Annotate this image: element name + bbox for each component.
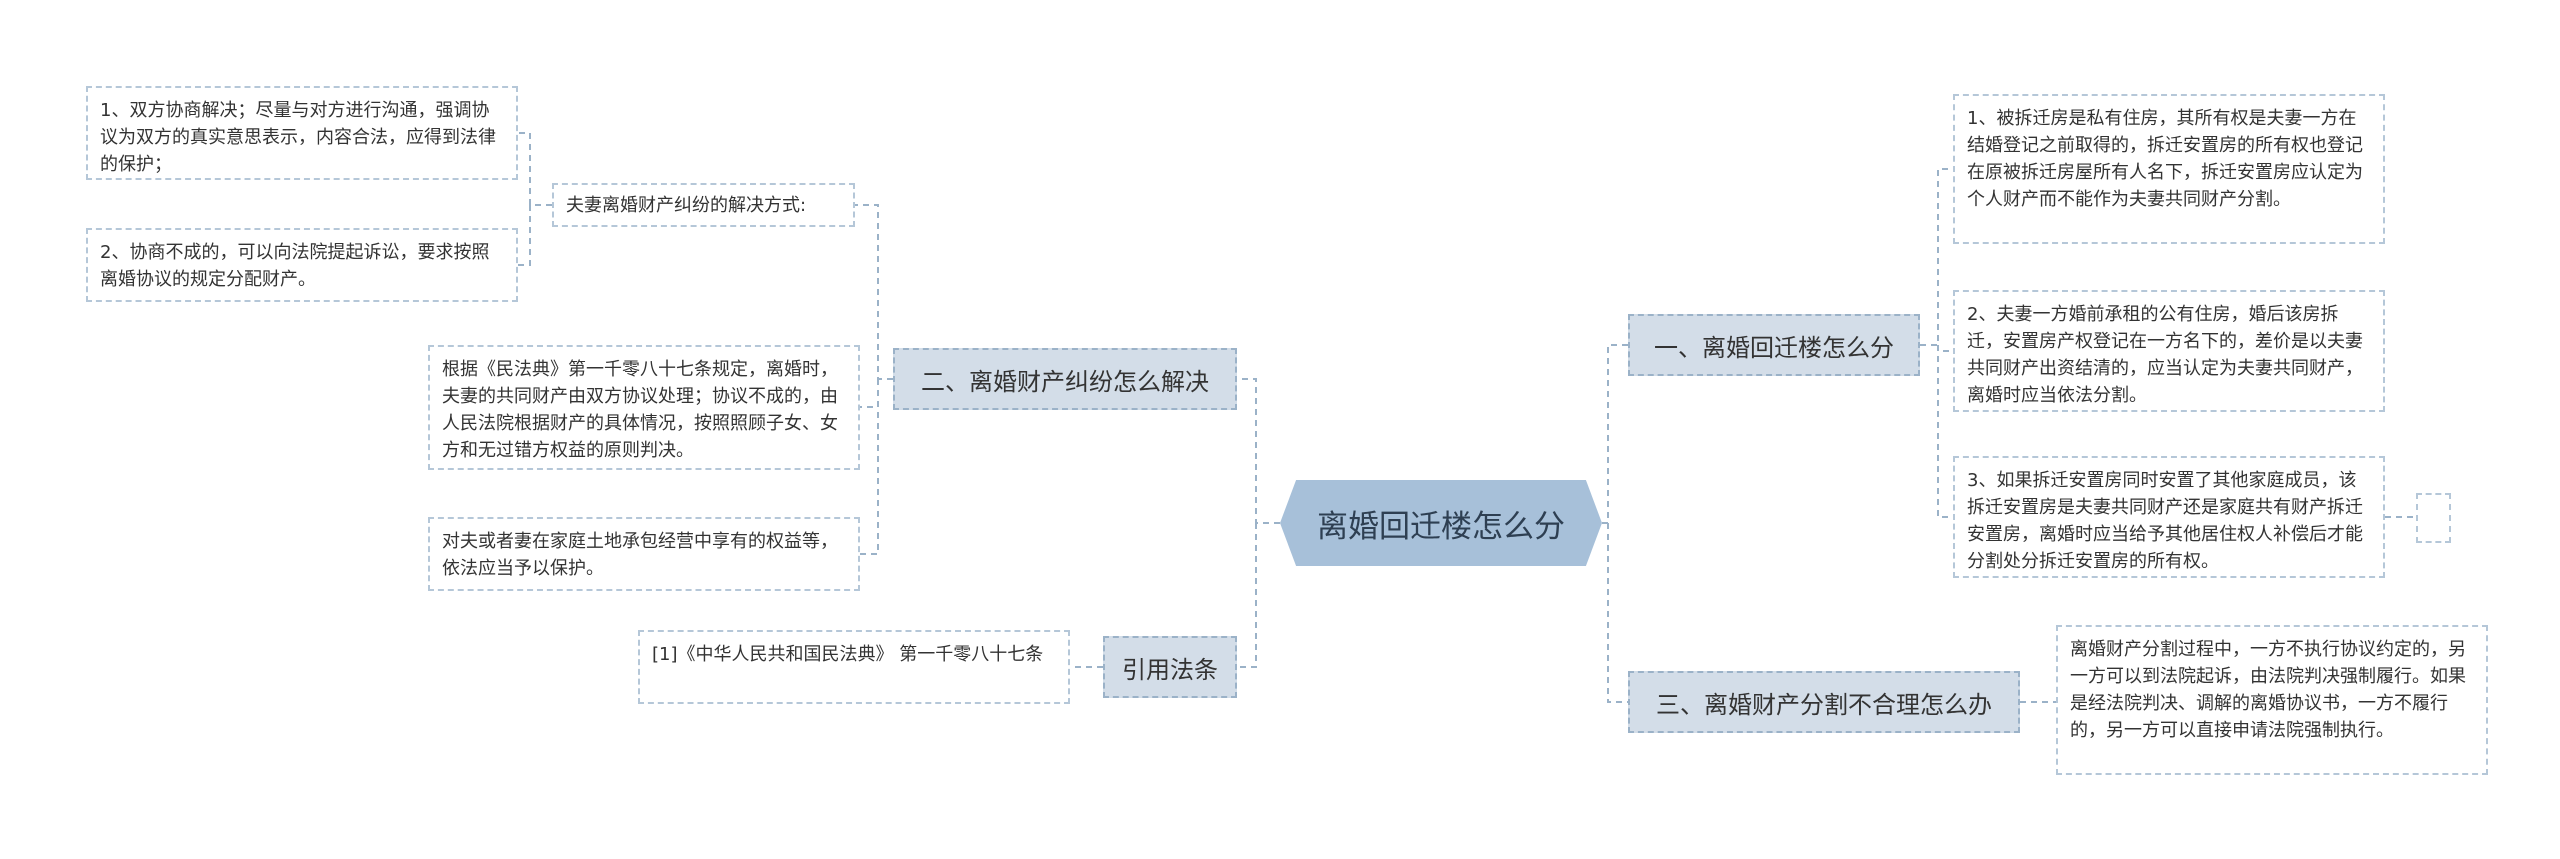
connector-line [518, 132, 552, 206]
branch-dispute-resolution[interactable]: 二、离婚财产纠纷怎么解决 [893, 348, 1237, 410]
branch-cited-law[interactable]: 引用法条 [1103, 636, 1237, 698]
leaf-enforcement[interactable]: 离婚财产分割过程中，一方不执行协议约定的，另一方可以到法院起诉，由法院判决强制履… [2056, 625, 2488, 775]
leaf-family-members[interactable]: 3、如果拆迁安置房同时安置了其他家庭成员，该拆迁安置房是夫妻共同财产还是家庭共有… [1953, 456, 2385, 578]
connector-line [518, 205, 531, 266]
connector-line [1237, 378, 1280, 524]
connector-line [1602, 344, 1628, 524]
connector-line [1937, 345, 1953, 518]
branch-unfair-division[interactable]: 三、离婚财产分割不合理怎么办 [1628, 671, 2020, 733]
leaf-negotiation[interactable]: 1、双方协商解决；尽量与对方进行沟通，强调协议为双方的真实意思表示，内容合法，应… [86, 86, 518, 180]
connector-line [860, 379, 879, 408]
branch-dispute-resolution-label: 二、离婚财产纠纷怎么解决 [921, 367, 1209, 396]
connector-line [1237, 523, 1257, 668]
connector-line [860, 379, 879, 555]
connector-line [1920, 168, 1953, 346]
leaf-land-contract-rights[interactable]: 对夫或者妻在家庭土地承包经营中享有的权益等，依法应当予以保护。 [428, 517, 860, 591]
leaf-private-house[interactable]: 1、被拆迁房是私有住房，其所有权是夫妻一方在结婚登记之前取得的，拆迁安置房的所有… [1953, 94, 2385, 244]
connector-line [1607, 523, 1628, 703]
leaf-public-rental-house[interactable]: 2、夫妻一方婚前承租的公有住房，婚后该房拆迁，安置房产权登记在一方名下的，差价是… [1953, 290, 2385, 412]
root-topic-label: 离婚回迁楼怎么分 [1317, 508, 1565, 545]
branch-cited-law-label: 引用法条 [1122, 655, 1218, 684]
sub-resolution-methods-label: 夫妻离婚财产纠纷的解决方式: [566, 194, 807, 216]
leaf-civil-code-reference[interactable]: [1]《中华人民共和国民法典》 第一千零八十七条 [638, 630, 1070, 704]
branch-unfair-division-label: 三、离婚财产分割不合理怎么办 [1656, 690, 1992, 719]
connector-line [855, 204, 893, 380]
branch-how-to-divide[interactable]: 一、离婚回迁楼怎么分 [1628, 314, 1920, 376]
leaf-lawsuit[interactable]: 2、协商不成的，可以向法院提起诉讼，要求按照离婚协议的规定分配财产。 [86, 228, 518, 302]
sub-resolution-methods[interactable]: 夫妻离婚财产纠纷的解决方式: [552, 183, 855, 227]
root-topic[interactable]: 离婚回迁楼怎么分 [1280, 480, 1602, 566]
branch-how-to-divide-label: 一、离婚回迁楼怎么分 [1654, 333, 1894, 362]
connector-line [1937, 345, 1953, 352]
empty-topic[interactable] [2416, 493, 2451, 543]
leaf-civil-code-1087[interactable]: 根据《民法典》第一千零八十七条规定，离婚时，夫妻的共同财产由双方协议处理；协议不… [428, 345, 860, 470]
